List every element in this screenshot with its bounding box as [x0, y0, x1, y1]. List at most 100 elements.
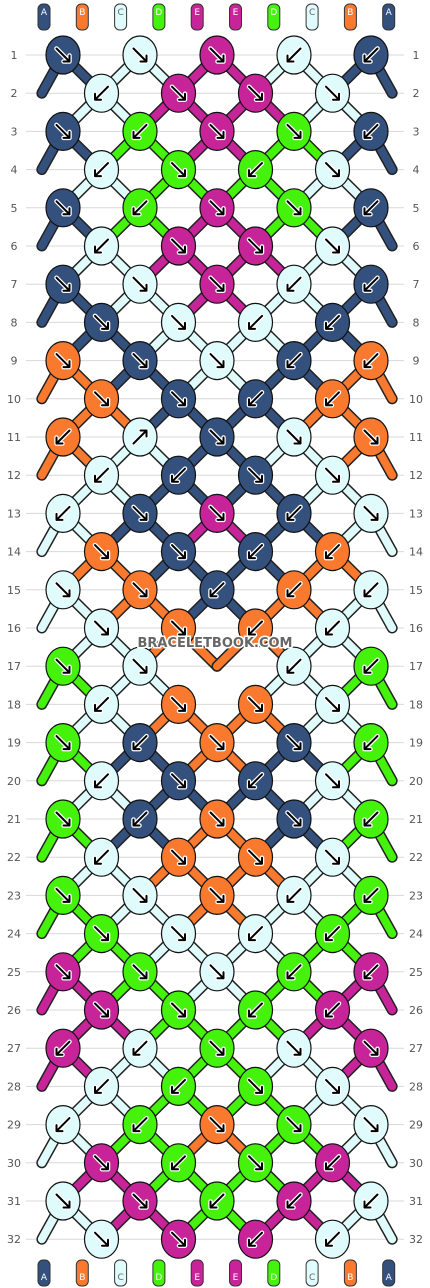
- knot: [83, 455, 120, 495]
- row-number: 21: [409, 813, 423, 826]
- knot: [45, 799, 81, 839]
- row-number: 23: [409, 889, 423, 902]
- knot: [122, 875, 158, 916]
- knot: [83, 1219, 120, 1259]
- row-number: 29: [7, 1119, 21, 1132]
- row-number: 27: [409, 1042, 423, 1055]
- knot: [199, 1104, 235, 1145]
- knot: [45, 1181, 81, 1221]
- knot-grid: [45, 35, 389, 1259]
- arrow-icon: [55, 276, 71, 292]
- thread-end-letter: A: [386, 1273, 393, 1283]
- knot: [199, 417, 235, 457]
- arrow-icon: [286, 964, 302, 980]
- arrow-icon: [286, 887, 302, 903]
- knot: [160, 150, 197, 190]
- arrow-icon: [286, 429, 302, 445]
- thread-end: [37, 3, 51, 31]
- arrow-icon: [55, 429, 71, 445]
- arrow-icon: [171, 85, 186, 101]
- thread-end-letter: A: [41, 8, 48, 18]
- row-number: 4: [413, 164, 420, 177]
- arrow-icon: [286, 658, 302, 674]
- arrow-icon: [248, 391, 263, 407]
- row-number: 30: [7, 1157, 21, 1170]
- row-number: 30: [409, 1157, 423, 1170]
- thread-end: [190, 1259, 204, 1287]
- arrow-icon: [171, 391, 186, 407]
- arrow-icon: [171, 620, 186, 636]
- knot: [353, 875, 389, 916]
- arrow-icon: [286, 1040, 302, 1056]
- arrow-icon: [286, 276, 302, 292]
- knot: [199, 952, 235, 992]
- knot: [276, 1028, 312, 1068]
- arrow-icon: [94, 926, 109, 942]
- arrow-icon: [55, 1193, 71, 1209]
- knot: [353, 570, 389, 610]
- arrow-icon: [286, 735, 302, 751]
- row-number: 7: [413, 278, 420, 291]
- row-number: 26: [7, 1004, 21, 1017]
- row-number: 32: [7, 1233, 21, 1246]
- thread-end-letter: B: [347, 1273, 353, 1283]
- arrow-icon: [248, 1002, 263, 1018]
- knot: [276, 1181, 312, 1221]
- knot: [199, 1028, 235, 1068]
- arrow-icon: [286, 1117, 302, 1133]
- knot: [199, 493, 235, 534]
- knot: [353, 341, 389, 381]
- knot: [83, 302, 120, 342]
- arrow-icon: [94, 162, 109, 178]
- arrow-icon: [55, 811, 71, 827]
- thread-end-letter: B: [347, 8, 353, 18]
- knot: [160, 608, 197, 648]
- row-number: 31: [409, 1195, 423, 1208]
- arrow-icon: [171, 849, 186, 865]
- row-number: 13: [7, 507, 21, 520]
- knot: [45, 35, 81, 75]
- row-number: 12: [409, 469, 423, 482]
- arrow-icon: [325, 1231, 340, 1247]
- knot: [237, 1143, 274, 1183]
- arrow-icon: [171, 773, 186, 789]
- knot: [237, 531, 274, 572]
- arrow-icon: [209, 123, 225, 139]
- row-number: 14: [409, 546, 423, 559]
- knot: [353, 417, 389, 457]
- arrow-icon: [286, 811, 302, 827]
- arrow-icon: [171, 1002, 186, 1018]
- arrow-icon: [286, 1193, 302, 1209]
- row-number: 19: [409, 737, 423, 750]
- knot: [199, 875, 235, 916]
- arrow-icon: [132, 1193, 148, 1209]
- arrow-icon: [248, 544, 263, 560]
- arrow-icon: [209, 964, 225, 980]
- row-number: 4: [11, 164, 18, 177]
- knot: [353, 493, 389, 534]
- arrow-icon: [325, 544, 340, 560]
- knot: [122, 646, 158, 686]
- arrow-icon: [325, 696, 340, 712]
- row-number: 12: [7, 469, 21, 482]
- arrow-icon: [325, 1078, 340, 1094]
- arrow-icon: [286, 505, 302, 521]
- knot: [314, 531, 351, 572]
- arrow-icon: [248, 238, 263, 254]
- knot: [45, 1104, 81, 1145]
- knot: [276, 111, 312, 151]
- arrow-icon: [132, 964, 148, 980]
- thread-end-letter: E: [233, 8, 239, 18]
- row-number: 8: [11, 316, 18, 329]
- row-number: 6: [413, 240, 420, 253]
- arrow-icon: [132, 200, 148, 216]
- arrow-icon: [248, 1078, 263, 1094]
- arrow-icon: [286, 123, 302, 139]
- row-number: 3: [413, 125, 420, 138]
- row-number: 17: [409, 660, 423, 673]
- knot: [237, 226, 274, 266]
- row-number: 23: [7, 889, 21, 902]
- arrow-icon: [209, 505, 225, 521]
- knot: [160, 73, 197, 113]
- arrow-icon: [209, 735, 225, 751]
